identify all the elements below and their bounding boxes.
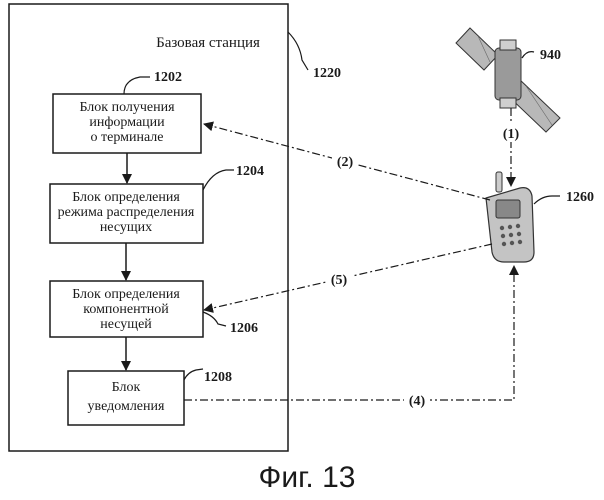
block-carrier-mode-line-2: режима распределения bbox=[58, 205, 195, 220]
base-station-title: Базовая станция bbox=[156, 35, 260, 51]
satellite-icon bbox=[456, 28, 560, 132]
block-carrier-mode-line-3: несущих bbox=[100, 220, 152, 235]
mobile-terminal-icon bbox=[486, 172, 534, 262]
block-carrier-mode: Блок определения режима распределения не… bbox=[50, 184, 203, 243]
satellite-leader bbox=[522, 52, 534, 58]
block-1204-ref: 1204 bbox=[236, 164, 264, 179]
block-component-carrier-line-3: несущей bbox=[100, 317, 152, 332]
block-1202-ref: 1202 bbox=[154, 70, 182, 85]
block-carrier-mode-line-1: Блок определения bbox=[72, 190, 180, 205]
block-component-carrier-line-1: Блок определения bbox=[72, 287, 180, 302]
terminal-ref: 1260 bbox=[566, 190, 594, 205]
block-1206-ref: 1206 bbox=[230, 321, 258, 336]
base-station-ref: 1220 bbox=[313, 66, 341, 81]
block-component-carrier-line-2: компонентной bbox=[83, 302, 169, 317]
block-notification-line-2: уведомления bbox=[88, 399, 165, 414]
block-1208-leader bbox=[184, 369, 203, 380]
figure-caption: Фиг. 13 bbox=[259, 461, 356, 494]
block-terminal-info-line-2: информации bbox=[89, 115, 165, 130]
link-label-5: (5) bbox=[331, 273, 348, 288]
block-1204-leader bbox=[203, 170, 234, 190]
satellite-ref: 940 bbox=[540, 48, 561, 63]
link-label-1: (1) bbox=[503, 127, 520, 142]
base-station-leader bbox=[288, 32, 308, 70]
block-terminal-info-line-3: о терминале bbox=[90, 130, 163, 145]
block-1206-leader bbox=[203, 312, 226, 326]
block-notification: Блок уведомления bbox=[68, 371, 184, 425]
block-1202-leader bbox=[124, 77, 150, 94]
block-terminal-info-line-1: Блок получения bbox=[79, 100, 175, 115]
link-label-2: (2) bbox=[337, 155, 354, 170]
block-terminal-info: Блок получения информации о терминале bbox=[53, 94, 201, 153]
block-notification-line-1: Блок bbox=[112, 380, 141, 395]
block-component-carrier: Блок определения компонентной несущей bbox=[50, 281, 203, 337]
block-1208-ref: 1208 bbox=[204, 370, 232, 385]
link-label-4: (4) bbox=[409, 394, 426, 409]
terminal-leader bbox=[534, 196, 560, 204]
